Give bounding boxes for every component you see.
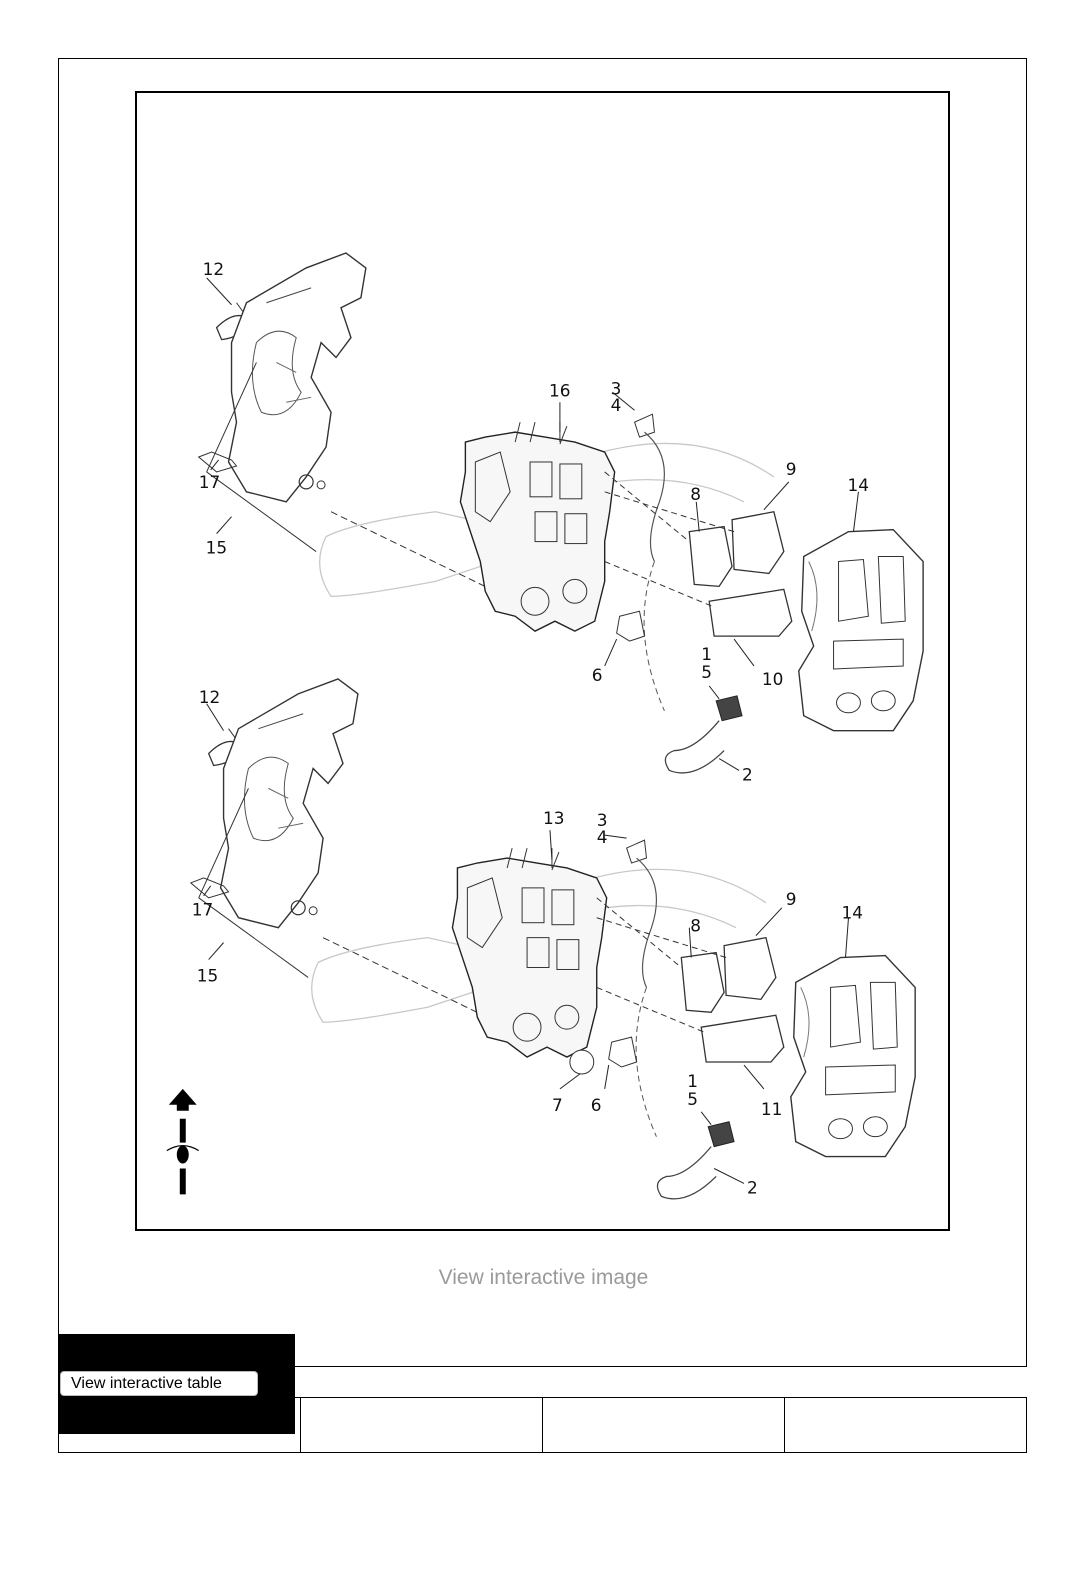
table-cell	[300, 1398, 542, 1452]
callout-2: 2	[742, 764, 753, 784]
callout-13: 13	[543, 808, 565, 828]
table-cell	[59, 1398, 300, 1452]
view-interactive-table-button[interactable]: View interactive table	[60, 1371, 258, 1396]
top-assembly	[197, 252, 924, 774]
callout-9: 9	[786, 459, 797, 479]
callout-15: 15	[206, 538, 228, 558]
callout-8: 8	[690, 916, 701, 936]
callout-14: 14	[847, 475, 869, 495]
callout-8: 8	[690, 484, 701, 504]
callout-17: 17	[192, 900, 214, 920]
table-cell	[784, 1398, 1026, 1452]
callout-4: 4	[597, 827, 608, 847]
callout-16: 16	[549, 380, 571, 400]
callout-6: 6	[591, 1095, 602, 1115]
callout-5: 5	[687, 1089, 698, 1109]
bottom-assembly	[189, 678, 916, 1200]
callout-3: 3	[611, 378, 622, 398]
exploded-parts-diagram: 12 16 3 4 17 9 14 8 15 1 5 6 10 2 12 13 …	[135, 91, 950, 1231]
callout-17: 17	[199, 472, 221, 492]
callout-14: 14	[842, 903, 864, 923]
callout-6: 6	[592, 665, 603, 685]
callout-10: 10	[762, 669, 784, 689]
callout-12: 12	[199, 687, 221, 707]
callout-1: 1	[701, 644, 712, 664]
bottom-leader-lines	[203, 703, 849, 1184]
parts-table-row	[58, 1397, 1027, 1453]
callout-15: 15	[197, 965, 219, 985]
callout-2: 2	[747, 1177, 758, 1197]
callout-9: 9	[786, 889, 797, 909]
up-arrow-handlebar-icon	[166, 1088, 200, 1195]
callout-12: 12	[203, 259, 225, 279]
bottom-callouts: 12 13 3 4 9 17 14 8 15 1 5 7 6 11 2	[192, 687, 863, 1198]
page-frame	[58, 58, 1027, 1367]
callout-4: 4	[611, 395, 622, 415]
top-callouts: 12 16 3 4 17 9 14 8 15 1 5 6 10 2	[199, 259, 869, 785]
top-leader-lines	[206, 277, 859, 771]
callout-1: 1	[687, 1071, 698, 1091]
view-interactive-image-link[interactable]: View interactive image	[438, 1266, 649, 1289]
callout-7: 7	[552, 1095, 563, 1115]
table-cell	[542, 1398, 784, 1452]
callout-5: 5	[701, 662, 712, 682]
diagram-canvas: 12 16 3 4 17 9 14 8 15 1 5 6 10 2 12 13 …	[166, 252, 924, 1200]
callout-11: 11	[761, 1099, 783, 1119]
callout-3: 3	[597, 810, 608, 830]
